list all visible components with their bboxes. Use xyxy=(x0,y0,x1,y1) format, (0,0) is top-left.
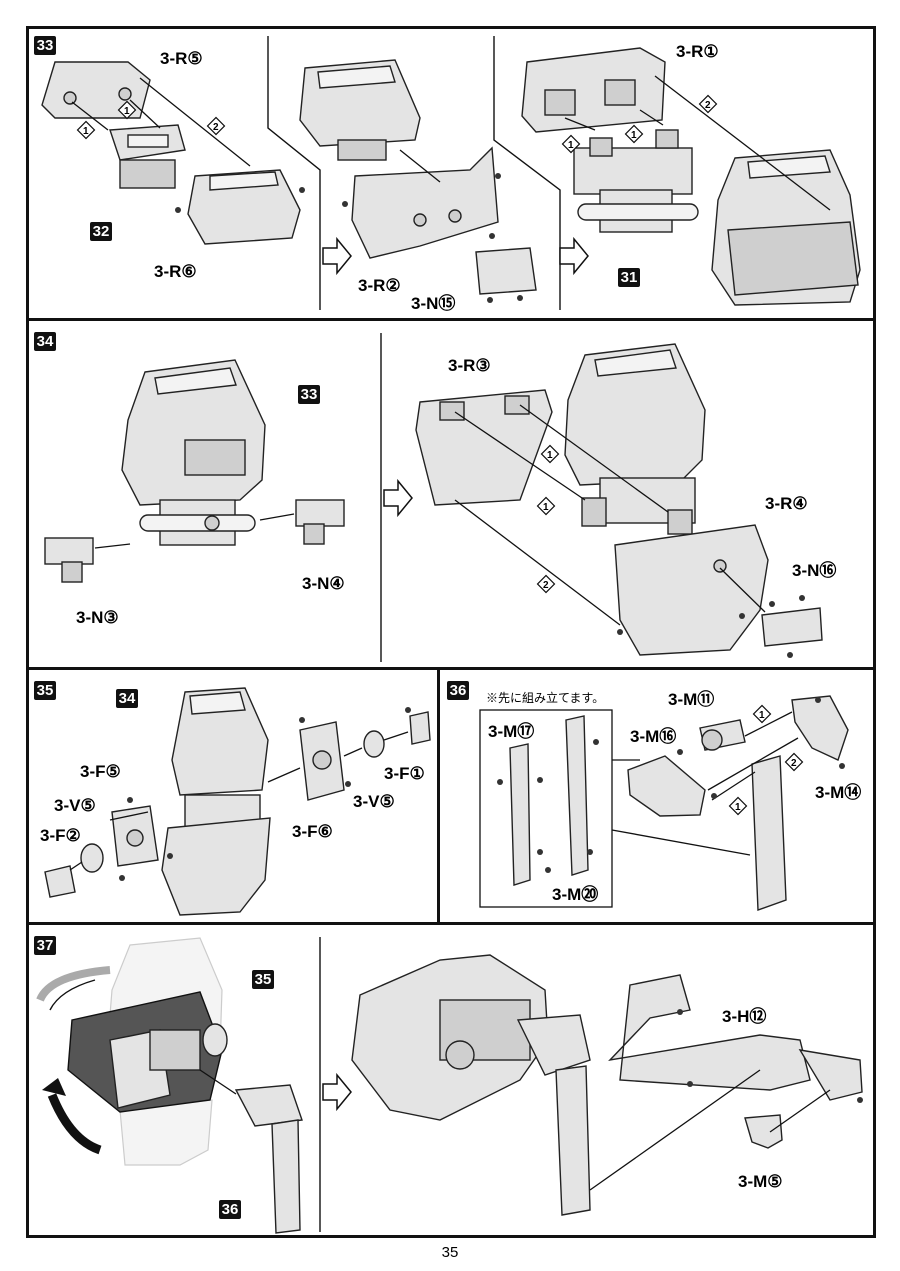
label-3-R1: 3-R① xyxy=(676,42,719,61)
ref-35-badge: 35 xyxy=(252,970,274,989)
page-number: 35 xyxy=(441,1244,459,1261)
label-3-N16: 3-N⑯ xyxy=(792,561,837,580)
step-35-badge: 35 xyxy=(34,681,56,700)
ref-34-badge: 34 xyxy=(116,689,138,708)
svg-text:1: 1 xyxy=(83,126,89,137)
label-3-R2: 3-R② xyxy=(358,276,401,295)
svg-text:1: 1 xyxy=(759,710,765,721)
label-3-M16: 3-M⑯ xyxy=(630,727,677,746)
step-33-badge: 33 xyxy=(34,36,56,55)
label-3-R6: 3-R⑥ xyxy=(154,262,197,281)
divider-35-36 xyxy=(437,667,440,925)
svg-text:2: 2 xyxy=(705,100,711,111)
label-3-H12: 3-H⑫ xyxy=(722,1007,767,1026)
step37-art xyxy=(36,937,863,1234)
label-3-F6: 3-F⑥ xyxy=(292,822,333,841)
svg-text:1: 1 xyxy=(631,130,637,141)
svg-text:2: 2 xyxy=(213,122,219,133)
svg-text:2: 2 xyxy=(543,580,549,591)
label-3-M17: 3-M⑰ xyxy=(488,722,535,741)
label-3-M11: 3-M⑪ xyxy=(668,690,715,709)
label-3-R4: 3-R④ xyxy=(765,494,808,513)
label-3-V5-left: 3-V⑤ xyxy=(54,796,96,815)
preassembly-note: ※先に組み立てます。 xyxy=(486,691,605,705)
ref-36-badge: 36 xyxy=(219,1200,241,1219)
svg-text:1: 1 xyxy=(547,450,553,461)
label-3-N15: 3-N⑮ xyxy=(411,294,456,313)
ref-32-badge: 32 xyxy=(90,222,112,241)
step-37-badge: 37 xyxy=(34,936,56,955)
label-3-R3: 3-R③ xyxy=(448,356,491,375)
ref-33-badge: 33 xyxy=(298,385,320,404)
instruction-sheet-frame xyxy=(26,26,876,1238)
label-3-F5: 3-F⑤ xyxy=(80,762,121,781)
svg-text:1: 1 xyxy=(568,140,574,151)
label-3-M14: 3-M⑭ xyxy=(815,783,862,802)
step36-art xyxy=(479,695,849,911)
label-3-N4: 3-N④ xyxy=(302,574,345,593)
step-36-badge: 36 xyxy=(447,681,469,700)
label-3-M20: 3-M⑳ xyxy=(552,885,599,904)
label-3-V5-right: 3-V⑤ xyxy=(353,792,395,811)
divider-row1 xyxy=(26,318,876,321)
svg-text:1: 1 xyxy=(124,106,130,117)
svg-text:1: 1 xyxy=(543,502,549,513)
label-3-N3: 3-N③ xyxy=(76,608,119,627)
label-3-R5: 3-R⑤ xyxy=(160,49,203,68)
label-3-F2: 3-F② xyxy=(40,826,81,845)
step35-art xyxy=(44,687,431,916)
divider-row3 xyxy=(26,922,876,925)
diamond-markers: 1 1 2 1 1 2 1 1 2 1 2 1 xyxy=(76,94,804,816)
step34-art xyxy=(44,333,823,662)
ref-31-badge: 31 xyxy=(618,268,640,287)
label-3-M5: 3-M⑤ xyxy=(738,1172,783,1191)
svg-text:1: 1 xyxy=(735,802,741,813)
step-34-badge: 34 xyxy=(34,332,56,351)
label-3-F1: 3-F① xyxy=(384,764,425,783)
step33-art xyxy=(41,36,861,310)
divider-row2 xyxy=(26,667,876,670)
svg-text:2: 2 xyxy=(791,758,797,769)
